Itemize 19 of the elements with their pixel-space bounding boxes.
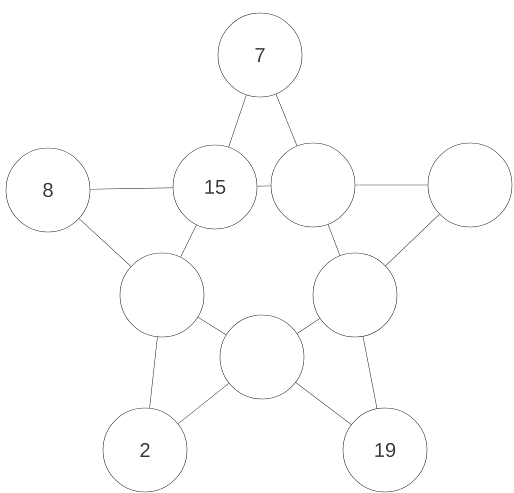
connector-line — [178, 383, 230, 424]
connector-line — [295, 382, 352, 425]
connector-line — [328, 224, 340, 256]
number-circle — [312, 252, 398, 338]
connector-line — [228, 94, 247, 148]
number-circle — [428, 142, 512, 228]
connector-line — [149, 336, 158, 408]
connector-line — [90, 187, 174, 190]
connector-line — [180, 224, 197, 258]
number-circle — [270, 142, 356, 228]
number-circle — [220, 314, 304, 400]
connector-line — [198, 317, 226, 336]
connector-line — [355, 184, 428, 186]
number-circle — [120, 252, 204, 338]
connector-line — [385, 214, 440, 266]
connector-line — [362, 336, 378, 409]
connector-line — [276, 94, 298, 146]
connector-line — [78, 218, 132, 267]
connector-line — [296, 318, 320, 334]
